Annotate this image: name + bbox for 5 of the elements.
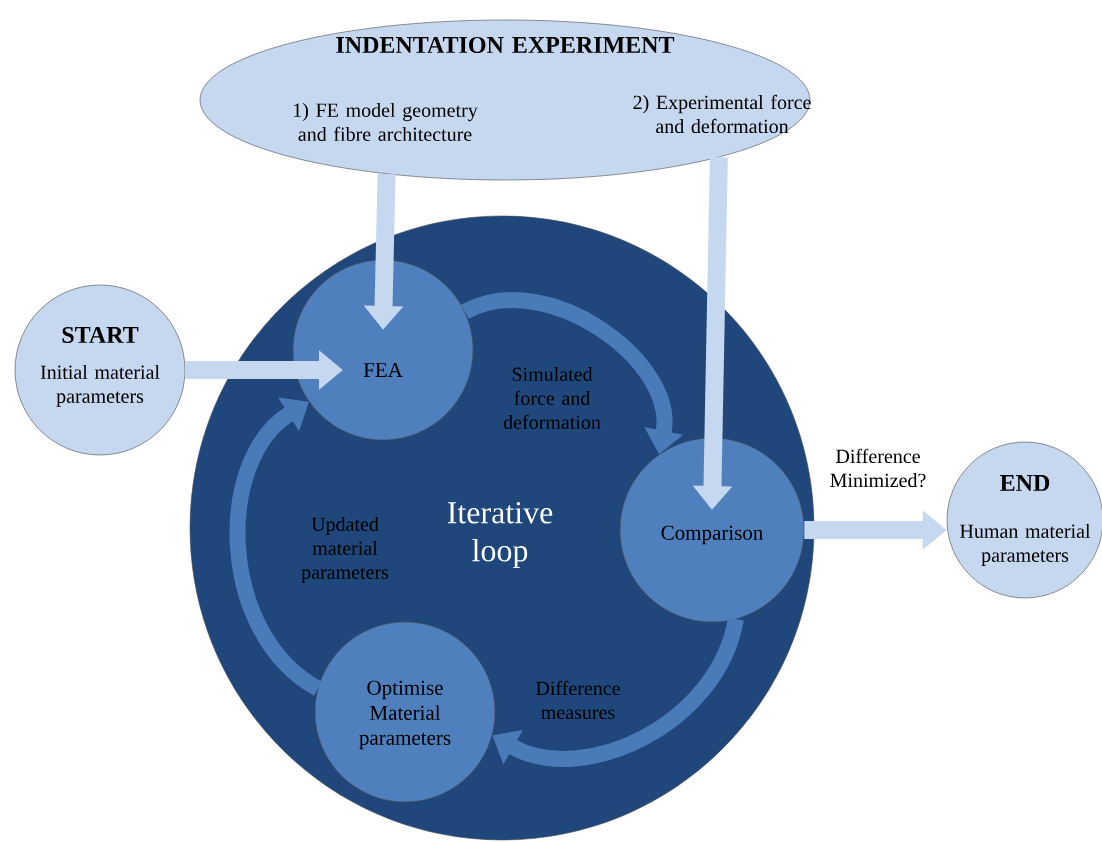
edge-label: Updated material parameters [288,514,402,586]
edge-label: Difference measures [521,678,635,722]
edge-label: Difference Minimized? [816,446,940,490]
block-arrow [229,397,323,696]
edge-label: Simulated force and deformation [495,364,609,431]
